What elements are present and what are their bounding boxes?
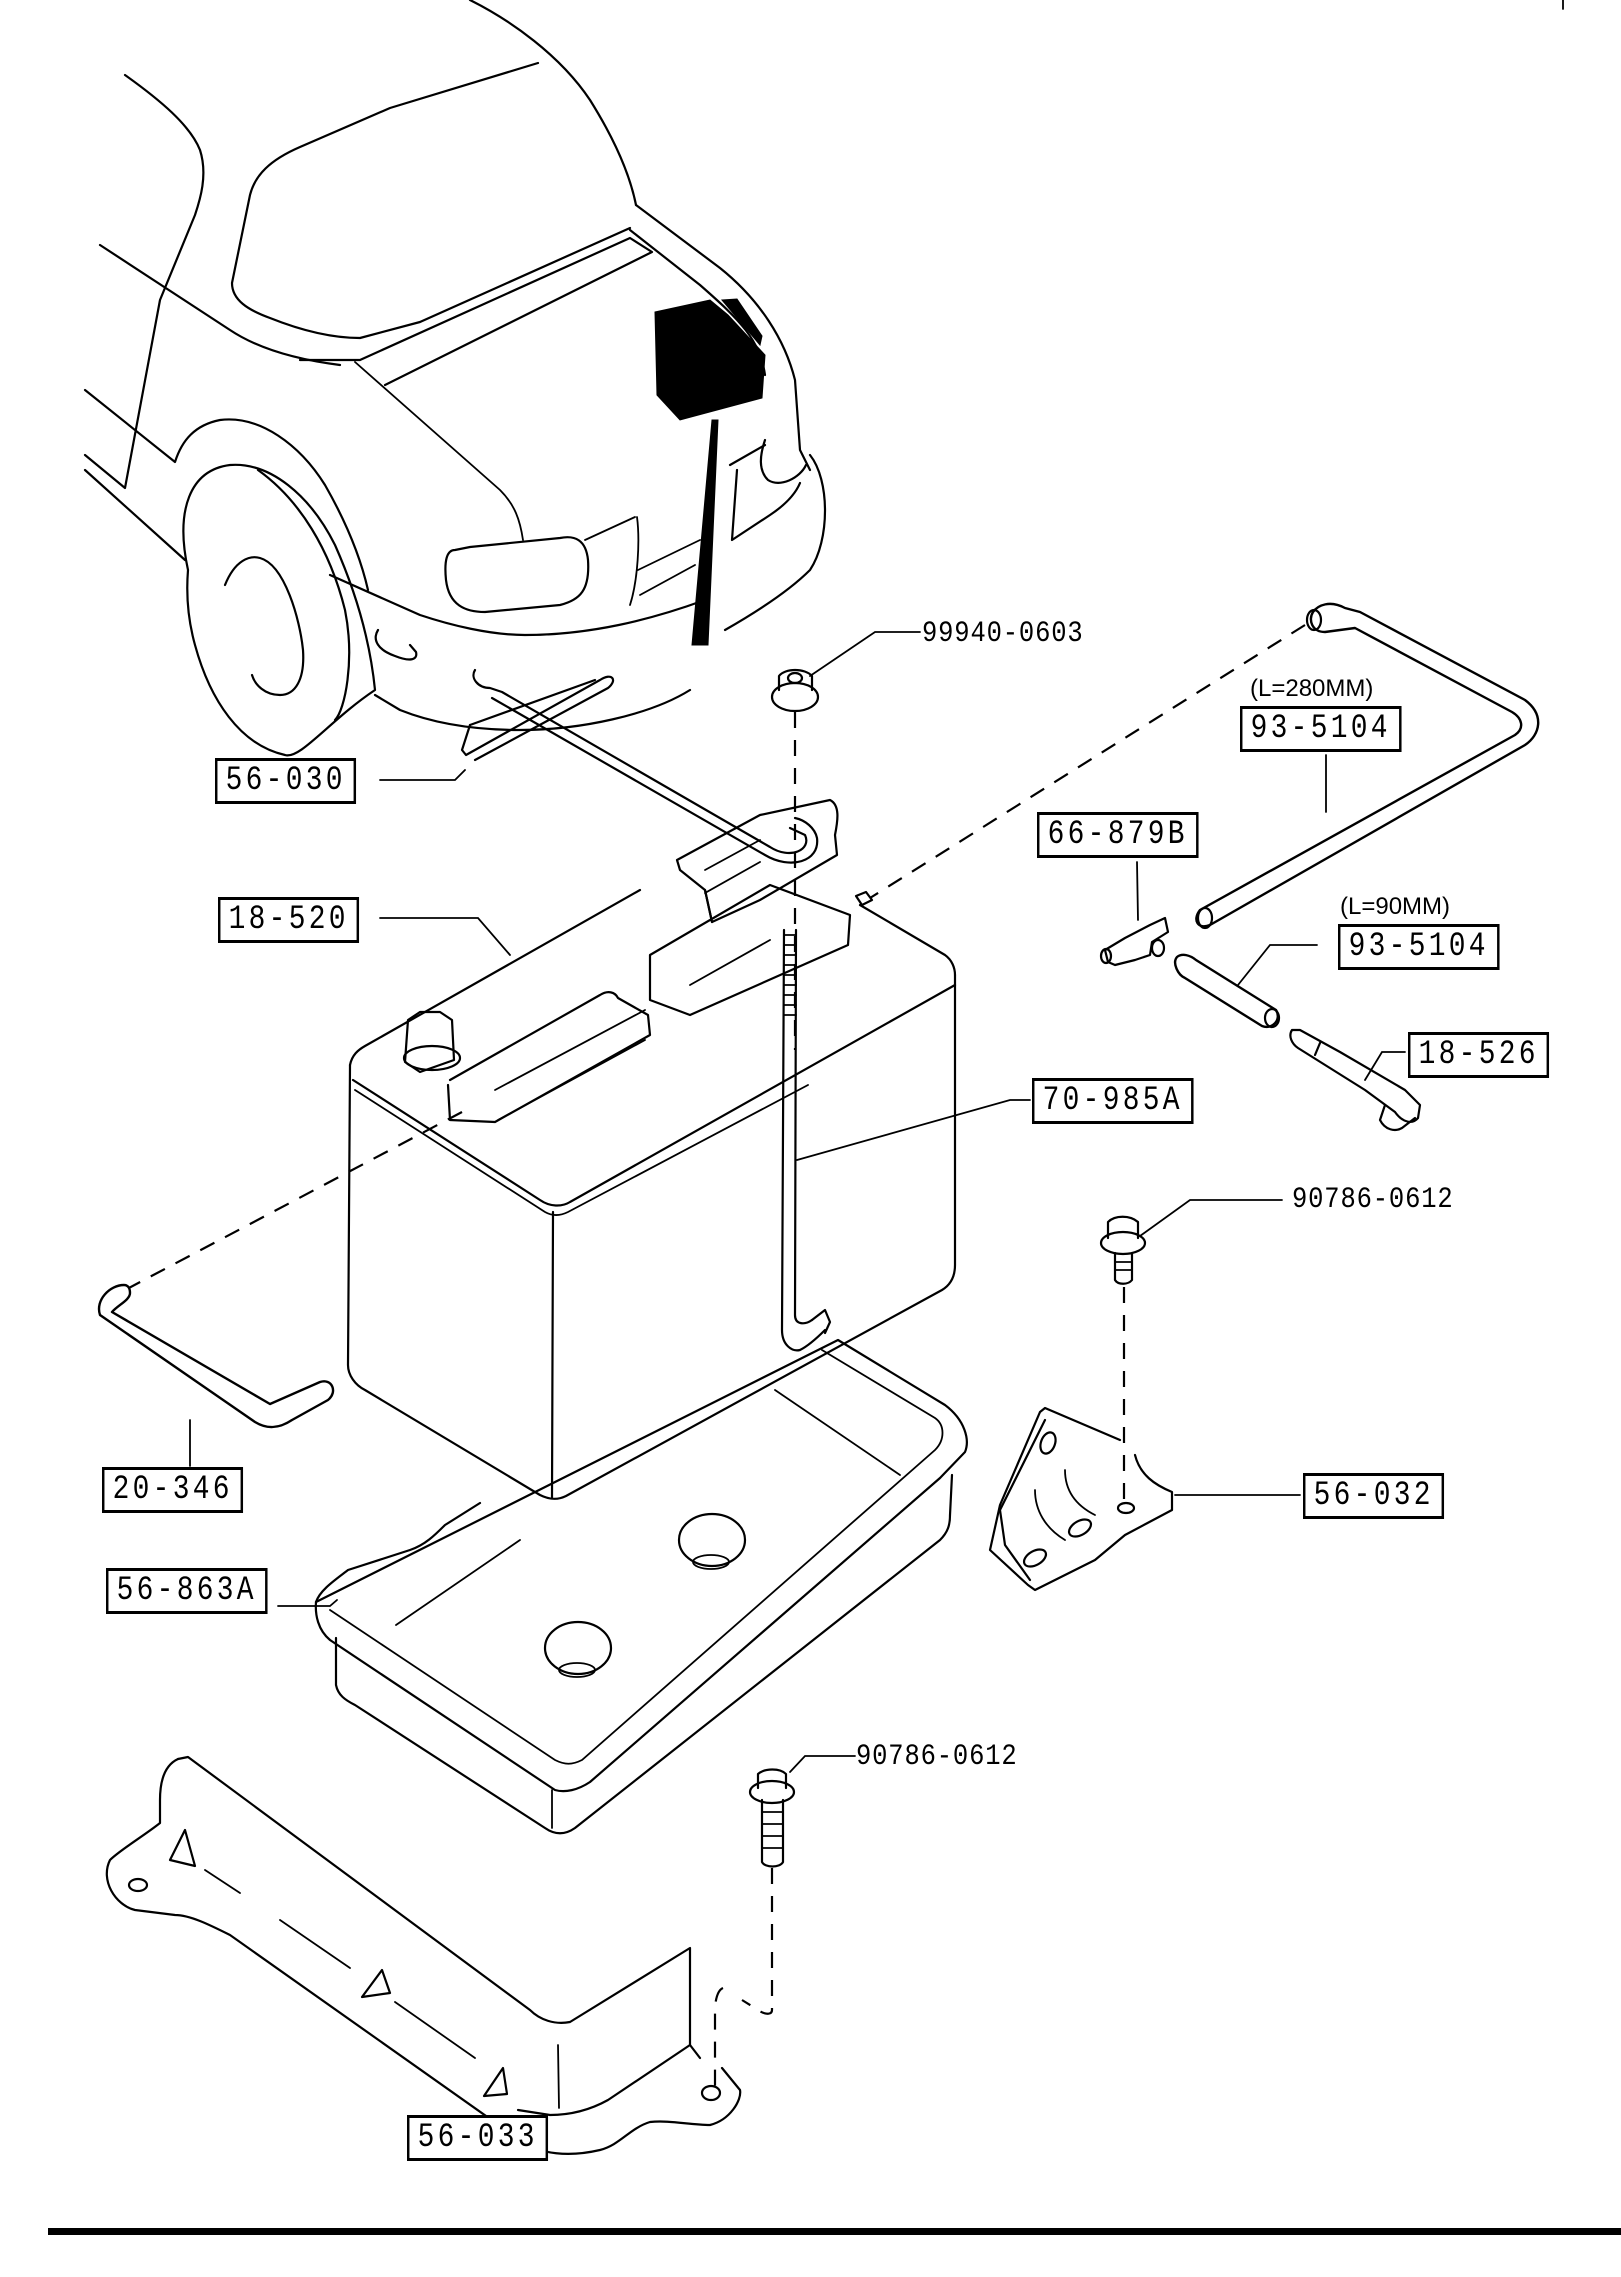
- side-bracket-illustration: [988, 1406, 1174, 1592]
- vent-tee-joint-illustration: [1099, 916, 1170, 967]
- callout-vent-hose-long: 93-5104: [1240, 706, 1402, 752]
- callout-bolt-lower: 90786-0612: [856, 1740, 1018, 1774]
- callout-tray: 56-863A: [106, 1568, 268, 1614]
- leader-18-526: [1364, 1051, 1406, 1081]
- drain-hose-illustration: [97, 1283, 335, 1429]
- callout-note-long-hose: (L=280MM): [1250, 675, 1374, 702]
- leader-90786-0612-lower: [789, 1755, 856, 1773]
- callout-drain-hose: 20-346: [102, 1467, 244, 1513]
- callout-hold-down: 56-030: [215, 758, 357, 804]
- lower-bracket-illustration: [105, 1755, 742, 2155]
- leader-90786-0612-upper: [1139, 1199, 1283, 1237]
- leader-56-030: [379, 769, 466, 781]
- footer-divider: [48, 2228, 1621, 2235]
- callout-lower-bracket: 56-033: [407, 2115, 549, 2161]
- vent-hose-short-illustration: [1173, 953, 1281, 1029]
- callout-battery: 18-520: [218, 897, 360, 943]
- vehicle-locator-illustration: [83, 0, 827, 757]
- callout-note-short-hose: (L=90MM): [1340, 893, 1451, 920]
- battery-illustration: [346, 883, 957, 1500]
- side-bracket-bolt-illustration: [1099, 1215, 1147, 1500]
- leader-93-5104-short: [1237, 944, 1318, 986]
- lower-bolt-illustration: [713, 1768, 796, 2090]
- leader-70-985A: [796, 1099, 1031, 1161]
- callout-side-bracket: 56-032: [1303, 1473, 1445, 1519]
- hold-down-clamp-illustration: [460, 668, 839, 924]
- callout-tee-joint: 66-879B: [1037, 812, 1199, 858]
- callout-vent-hose-short: 93-5104: [1338, 924, 1500, 970]
- vent-hose-long-illustration: [1195, 602, 1540, 930]
- vent-route-dashed-line: [869, 624, 1306, 899]
- vent-elbow-illustration: [1289, 1028, 1422, 1131]
- leader-56-863A: [277, 1599, 338, 1607]
- leader-66-879B: [1136, 861, 1139, 921]
- callout-elbow: 18-526: [1408, 1032, 1550, 1078]
- drain-route-dashed-line: [124, 1111, 463, 1291]
- j-bolt-illustration: [780, 928, 832, 1352]
- leader-lines: [189, 631, 1406, 2146]
- callout-bolt-bracket: 90786-0612: [1292, 1183, 1454, 1217]
- battery-tray-illustration: [314, 1338, 968, 1835]
- leader-99940-0603: [809, 631, 921, 677]
- callout-nut-top: 99940-0603: [922, 617, 1084, 651]
- callout-rod: 70-985A: [1032, 1078, 1194, 1124]
- leader-18-520: [379, 917, 511, 956]
